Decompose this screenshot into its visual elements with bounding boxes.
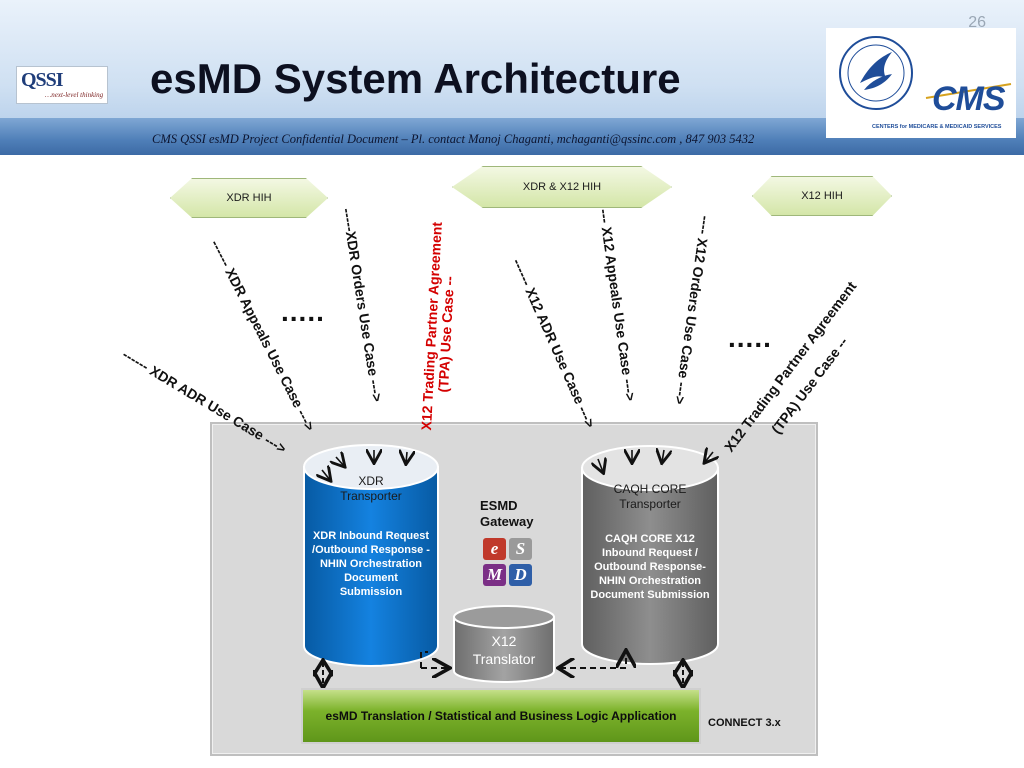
slide-subtitle: CMS QSSI esMD Project Confidential Docum… (152, 132, 755, 146)
x12-tpa-left-arrowhead (406, 452, 407, 463)
connect-version-label: CONNECT 3.x (708, 717, 781, 729)
xdr-to-translator-connector (420, 651, 428, 668)
xdr-hih-label: XDR HIH (226, 192, 272, 204)
esmd-tile-m: M (483, 564, 506, 586)
cms-logo-subtext: CENTERS for MEDICARE & MEDICAID SERVICES (872, 124, 1002, 130)
more-use-cases-right: ..... (728, 322, 772, 353)
xdr-body-label: XDR Inbound Request /Outbound Response -… (312, 530, 430, 598)
esmd-gateway-label: ESMD Gateway (480, 498, 533, 530)
x12-hih-label: X12 HIH (801, 190, 843, 202)
caqh-transporter-text: CAQH CORE Transporter (613, 482, 687, 511)
qssi-logo: QSSI …next-level thinking (16, 66, 108, 104)
cms-logo-text: CMS (932, 80, 1006, 118)
translator-caqh-connector (560, 652, 626, 668)
xdr-x12-hih-label: XDR & X12 HIH (522, 181, 602, 193)
xdr-transporter-label: XDR Transporter (318, 474, 424, 504)
qssi-logo-tagline: …next-level thinking (45, 91, 104, 99)
cms-logo: CMS CENTERS for MEDICARE & MEDICAID SERV… (826, 28, 1016, 138)
esmd-tile-d: D (509, 564, 532, 586)
more-use-cases-left: ..... (281, 296, 325, 327)
x12-translator-label: X12 Translator (456, 632, 552, 668)
x12-translator-text: X12 Translator (472, 633, 536, 667)
hhs-eagle-icon (839, 36, 1012, 110)
esmd-tile-e: e (483, 538, 506, 560)
x12-hih-node: X12 HIH (752, 176, 892, 216)
xdr-transporter-text: XDR Transporter (340, 474, 402, 503)
x12-tpa-right-arrowhead (705, 452, 713, 462)
xdr-adr-arrowhead (322, 470, 330, 480)
xdr-appeals-arrowhead (336, 457, 344, 466)
business-logic-application: esMD Translation / Statistical and Busin… (301, 688, 701, 744)
esmd-logo: e S M D (483, 538, 535, 588)
business-logic-label: esMD Translation / Statistical and Busin… (325, 708, 677, 723)
x12-translator-cylinder (453, 605, 555, 683)
xdr-hih-node: XDR HIH (170, 178, 328, 218)
caqh-transporter-label: CAQH CORE Transporter (596, 482, 704, 512)
esmd-gateway-text: ESMD Gateway (480, 498, 534, 529)
qssi-logo-text: QSSI (21, 69, 64, 91)
caqh-body-label: CAQH CORE X12 Inbound Request / Outbound… (590, 533, 710, 601)
slide-title: esMD System Architecture (150, 55, 681, 102)
page-number: 26 (968, 14, 986, 31)
xdr-x12-hih-node: XDR & X12 HIH (452, 166, 672, 208)
esmd-tile-s: S (509, 538, 532, 560)
x12-adr-arrowhead (598, 459, 603, 472)
x12-orders-arrowhead (662, 450, 664, 462)
caqh-transporter-cylinder (581, 445, 719, 665)
